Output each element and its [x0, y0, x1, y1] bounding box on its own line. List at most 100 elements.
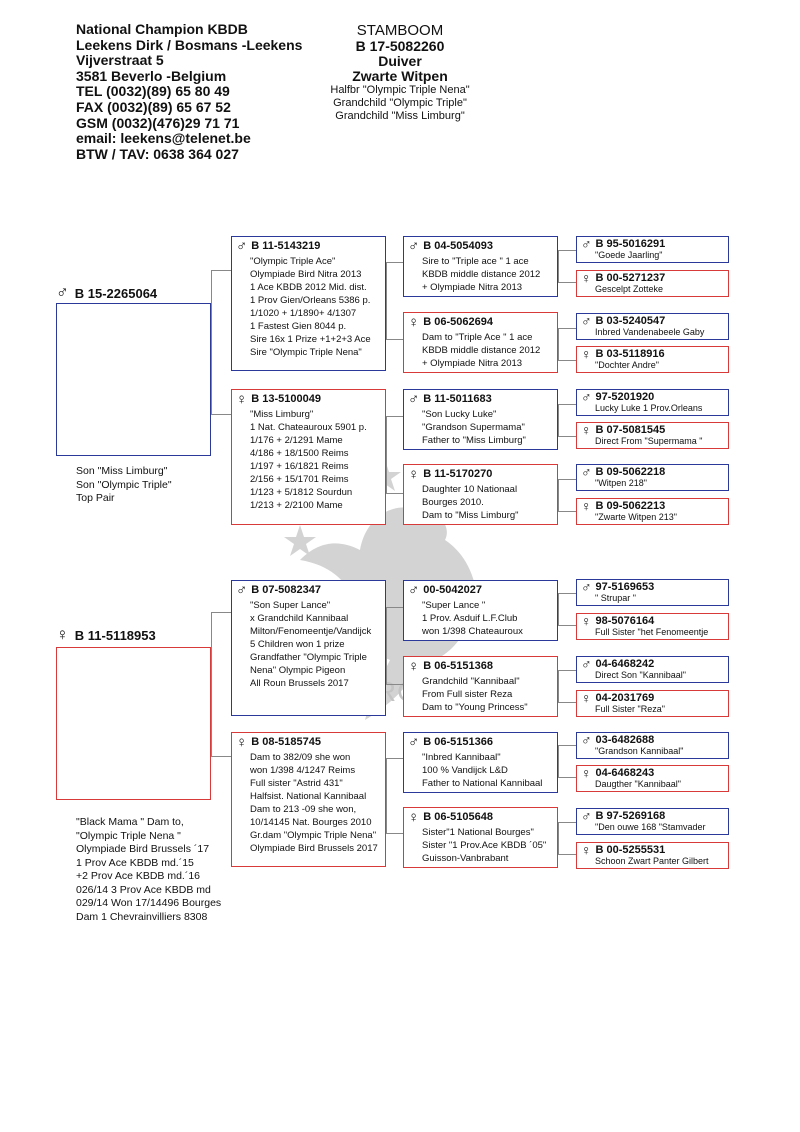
- male-icon: ♂: [581, 656, 592, 672]
- female-icon: ♀: [236, 733, 248, 751]
- connector: [558, 250, 576, 283]
- connector: [558, 479, 576, 512]
- male-icon: ♂: [581, 732, 592, 748]
- gen4-card[interactable]: ♂B 95-5016291 "Goede Jaarling": [576, 236, 729, 263]
- card-line: 1/176 + 2/1291 Mame: [250, 435, 343, 446]
- female-icon: ♀: [408, 808, 420, 826]
- card-line: Milton/Fenomeentje/Vandijck: [250, 626, 372, 637]
- ring-number: B 11-5143219: [251, 240, 321, 252]
- gen4-card[interactable]: ♀B 00-5271237 Gescelpt Zotteke: [576, 270, 729, 297]
- card-line: Guisson-Vanbrabant: [422, 853, 509, 864]
- gen4-card[interactable]: ♀B 09-5062213 "Zwarte Witpen 213": [576, 498, 729, 525]
- ring-number: 04-2031769: [595, 692, 655, 704]
- ring-number: 98-5076164: [595, 615, 655, 627]
- card-line: 1 Nat. Chateauroux 5901 p.: [250, 422, 367, 433]
- gen3-card[interactable]: ♂00-5042027 "Super Lance " 1 Prov. Asdui…: [403, 580, 558, 641]
- ring-number: 04-6468242: [595, 658, 655, 670]
- card-line: 1 Prov. Asduif L.F.Club: [422, 613, 518, 624]
- ring-number: B 03-5118916: [595, 348, 665, 360]
- card-line: 1/197 + 16/1821 Reims: [250, 461, 349, 472]
- pedigree-note: Grandchild "Olympic Triple": [333, 97, 467, 109]
- sire-notes: Son "Miss Limburg" Son "Olympic Triple" …: [76, 465, 172, 506]
- dam-note: 026/14 3 Prov Ace KBDB md: [76, 883, 211, 896]
- card-line: "Den ouwe 168 "Stamvader: [595, 822, 706, 832]
- dam-note: "Black Mama " Dam to,: [76, 816, 184, 828]
- owner-line: Leekens Dirk / Bosmans -Leekens: [76, 36, 303, 53]
- dam-ring: B 11-5118953: [74, 627, 156, 643]
- gen3-card[interactable]: ♂B 06-5151366 "Inbred Kannibaal" 100 % V…: [403, 732, 558, 793]
- female-icon: ♀: [581, 346, 592, 362]
- card-line: 100 % Vandijck L&D: [422, 765, 508, 776]
- card-line: Sire to "Triple ace " 1 ace: [422, 256, 529, 267]
- card-line: "Miss Limburg": [250, 409, 314, 420]
- gen3-card[interactable]: ♂B 04-5054093 Sire to "Triple ace " 1 ac…: [403, 236, 558, 297]
- gen4-card[interactable]: ♂97-5201920 Lucky Luke 1 Prov.Orleans: [576, 389, 729, 416]
- connector: [386, 416, 403, 494]
- gen4-card[interactable]: ♀B 03-5118916 "Dochter Andre": [576, 346, 729, 373]
- ring-number: 00-5042027: [423, 584, 482, 596]
- male-icon: ♂: [581, 808, 592, 824]
- card-line: Sister "1 Prov.Ace KBDB ´05": [422, 840, 547, 851]
- card-line: Daugther "Kannibaal": [595, 779, 681, 789]
- male-icon: ♂: [408, 237, 420, 255]
- gen2-card-dam-dam[interactable]: ♀B 08-5185745 Dam to 382/09 she won won …: [231, 732, 386, 867]
- card-line: Inbred Vandenabeele Gaby: [595, 327, 705, 337]
- gen4-card[interactable]: ♂04-6468242 Direct Son "Kannibaal": [576, 656, 729, 683]
- ring-number: B 03-5240547: [595, 315, 666, 327]
- connector: [211, 270, 231, 415]
- gen4-card[interactable]: ♂B 03-5240547 Inbred Vandenabeele Gaby: [576, 313, 729, 340]
- gen4-card[interactable]: ♀04-2031769 Full Sister "Reza": [576, 690, 729, 717]
- card-line: Dam to 382/09 she won: [250, 752, 351, 763]
- owner-line: 3581 Beverlo -Belgium: [76, 67, 227, 84]
- ring-number: B 06-5151368: [423, 660, 493, 672]
- card-line: "Son Super Lance": [250, 600, 331, 611]
- gen4-card[interactable]: ♂97-5169653 " Strupar ": [576, 579, 729, 606]
- gen3-card[interactable]: ♀B 06-5105648 Sister"1 National Bourges"…: [403, 807, 558, 868]
- gen2-card-sire-sire[interactable]: ♂B 11-5143219 "Olympic Triple Ace" Olymp…: [231, 236, 386, 371]
- gen4-card[interactable]: ♂03-6482688 "Grandson Kannibaal": [576, 732, 729, 759]
- card-line: "Son Lucky Luke": [422, 409, 497, 420]
- gen3-card[interactable]: ♀B 06-5151368 Grandchild "Kannibaal" Fro…: [403, 656, 558, 717]
- card-line: " Strupar ": [595, 593, 636, 603]
- card-line: Dam to "Miss Limburg": [422, 510, 519, 521]
- card-line: Schoon Zwart Panter Gilbert: [595, 856, 709, 866]
- connector: [558, 593, 576, 626]
- gen3-card[interactable]: ♀B 11-5170270 Daughter 10 Nationaal Bour…: [403, 464, 558, 525]
- ring-number: B 00-5255531: [595, 844, 666, 856]
- card-line: KBDB middle distance 2012: [422, 345, 541, 356]
- connector: [558, 670, 576, 703]
- card-line: 1 Ace KBDB 2012 Mid. dist.: [250, 282, 367, 293]
- gen4-card[interactable]: ♂B 97-5269168 "Den ouwe 168 "Stamvader: [576, 808, 729, 835]
- gen4-card[interactable]: ♀98-5076164 Full Sister "het Fenomeentje: [576, 613, 729, 640]
- sire-heading: ♂ B 15-2265064: [56, 283, 157, 303]
- gen4-card[interactable]: ♀B 00-5255531 Schoon Zwart Panter Gilber…: [576, 842, 729, 869]
- card-line: Nena" Olympic Pigeon: [250, 665, 346, 676]
- gen4-card[interactable]: ♀04-6468243 Daugther "Kannibaal": [576, 765, 729, 792]
- card-line: x Grandchild Kannibaal: [250, 613, 349, 624]
- ring-number: B 09-5062218: [595, 466, 666, 478]
- card-line: 5 Children won 1 prize: [250, 639, 345, 650]
- card-line: Olympiade Bird Nitra 2013: [250, 269, 362, 280]
- ring-number: B 07-5082347: [251, 584, 321, 596]
- pedigree-note: Halfbr "Olympic Triple Nena": [330, 84, 470, 96]
- card-line: Lucky Luke 1 Prov.Orleans: [595, 403, 703, 413]
- connector: [558, 328, 576, 361]
- female-icon: ♀: [408, 465, 420, 483]
- gen4-card[interactable]: ♀B 07-5081545 Direct From "Supermama ": [576, 422, 729, 449]
- ring-number: B 08-5185745: [251, 736, 321, 748]
- female-icon: ♀: [581, 842, 592, 858]
- card-line: Sire "Olympic Triple Nena": [250, 347, 362, 358]
- dam-note: Olympiade Bird Brussels ´17: [76, 843, 210, 855]
- card-line: 10/14145 Nat. Bourges 2010: [250, 817, 372, 828]
- ring-number: B 95-5016291: [595, 238, 666, 250]
- card-line: won 1/398 Chateauroux: [422, 626, 523, 637]
- card-line: "Olympic Triple Ace": [250, 256, 336, 267]
- gen2-card-sire-dam[interactable]: ♀B 13-5100049 "Miss Limburg" 1 Nat. Chat…: [231, 389, 386, 525]
- gen3-card[interactable]: ♀B 06-5062694 Dam to "Triple Ace " 1 ace…: [403, 312, 558, 373]
- connector: [558, 404, 576, 437]
- gen4-card[interactable]: ♂B 09-5062218 "Witpen 218": [576, 464, 729, 491]
- connector: [386, 262, 403, 340]
- dam-note: 029/14 Won 17/14496 Bourges: [76, 897, 222, 909]
- gen2-card-dam-sire[interactable]: ♂B 07-5082347 "Son Super Lance" x Grandc…: [231, 580, 386, 716]
- gen3-card[interactable]: ♂B 11-5011683 "Son Lucky Luke" "Grandson…: [403, 389, 558, 450]
